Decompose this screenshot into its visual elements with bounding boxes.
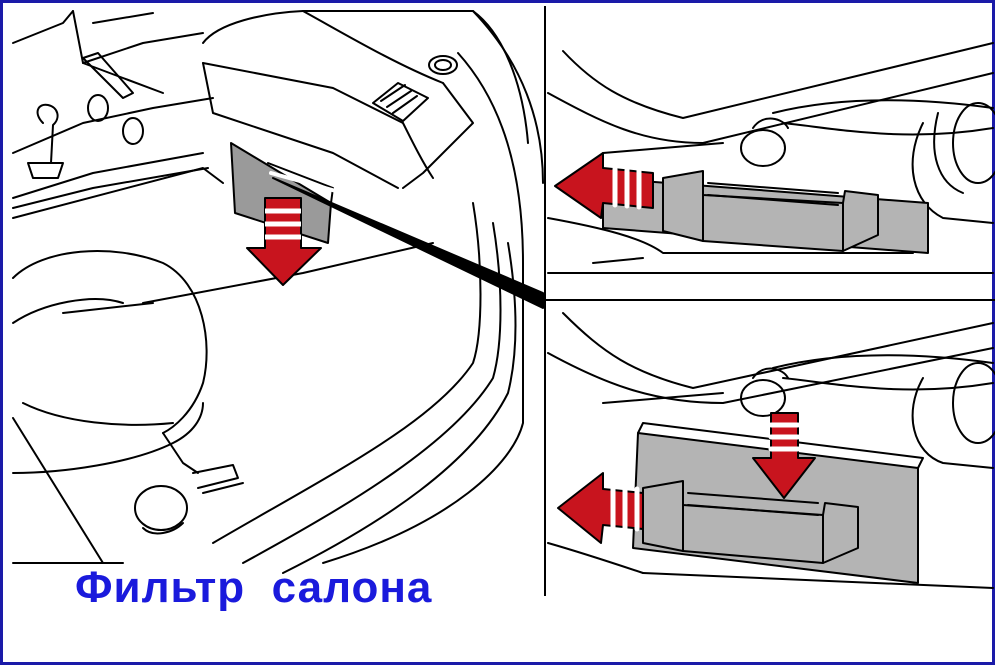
- panel-dividers: [544, 6, 995, 596]
- arrow-down-icon: [246, 197, 322, 286]
- illustration: [12, 6, 995, 596]
- bottom-right-panel: [547, 312, 995, 589]
- top-right-panel: [547, 42, 995, 274]
- left-panel-interior: [12, 10, 544, 574]
- caption-title: Фильтр салона: [75, 563, 433, 612]
